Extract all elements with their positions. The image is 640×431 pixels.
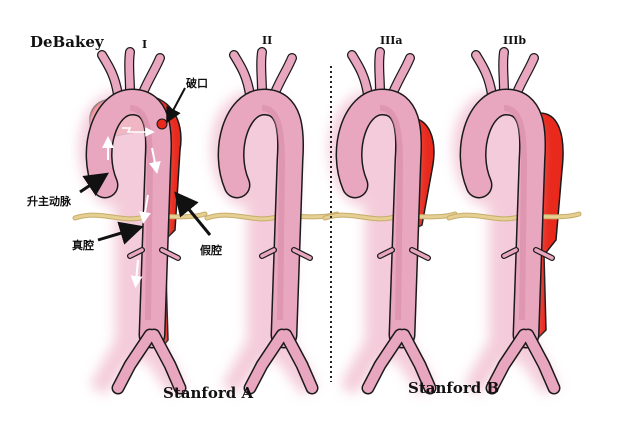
aorta-type-iiib xyxy=(449,52,579,395)
ascending-aorta-label: 升主动脉 xyxy=(27,195,71,208)
aorta-type-iiia xyxy=(325,52,455,395)
type-i-label: I xyxy=(142,38,148,51)
true-lumen-label: 真腔 xyxy=(72,239,94,252)
type-iiia-label: IIIa xyxy=(380,34,403,47)
tear-label: 破口 xyxy=(186,77,208,90)
diagram-title: DeBakey xyxy=(30,33,104,51)
stanford-b-label: Stanford B xyxy=(408,379,500,397)
callout-arrows xyxy=(79,87,212,245)
type-ii-label: II xyxy=(262,34,273,47)
type-iiib-label: IIIb xyxy=(503,34,527,47)
stanford-a-label: Stanford A xyxy=(163,384,254,402)
aorta-type-ii xyxy=(207,52,337,395)
aorta-type-i xyxy=(75,52,205,395)
false-lumen-label: 假腔 xyxy=(200,244,222,257)
